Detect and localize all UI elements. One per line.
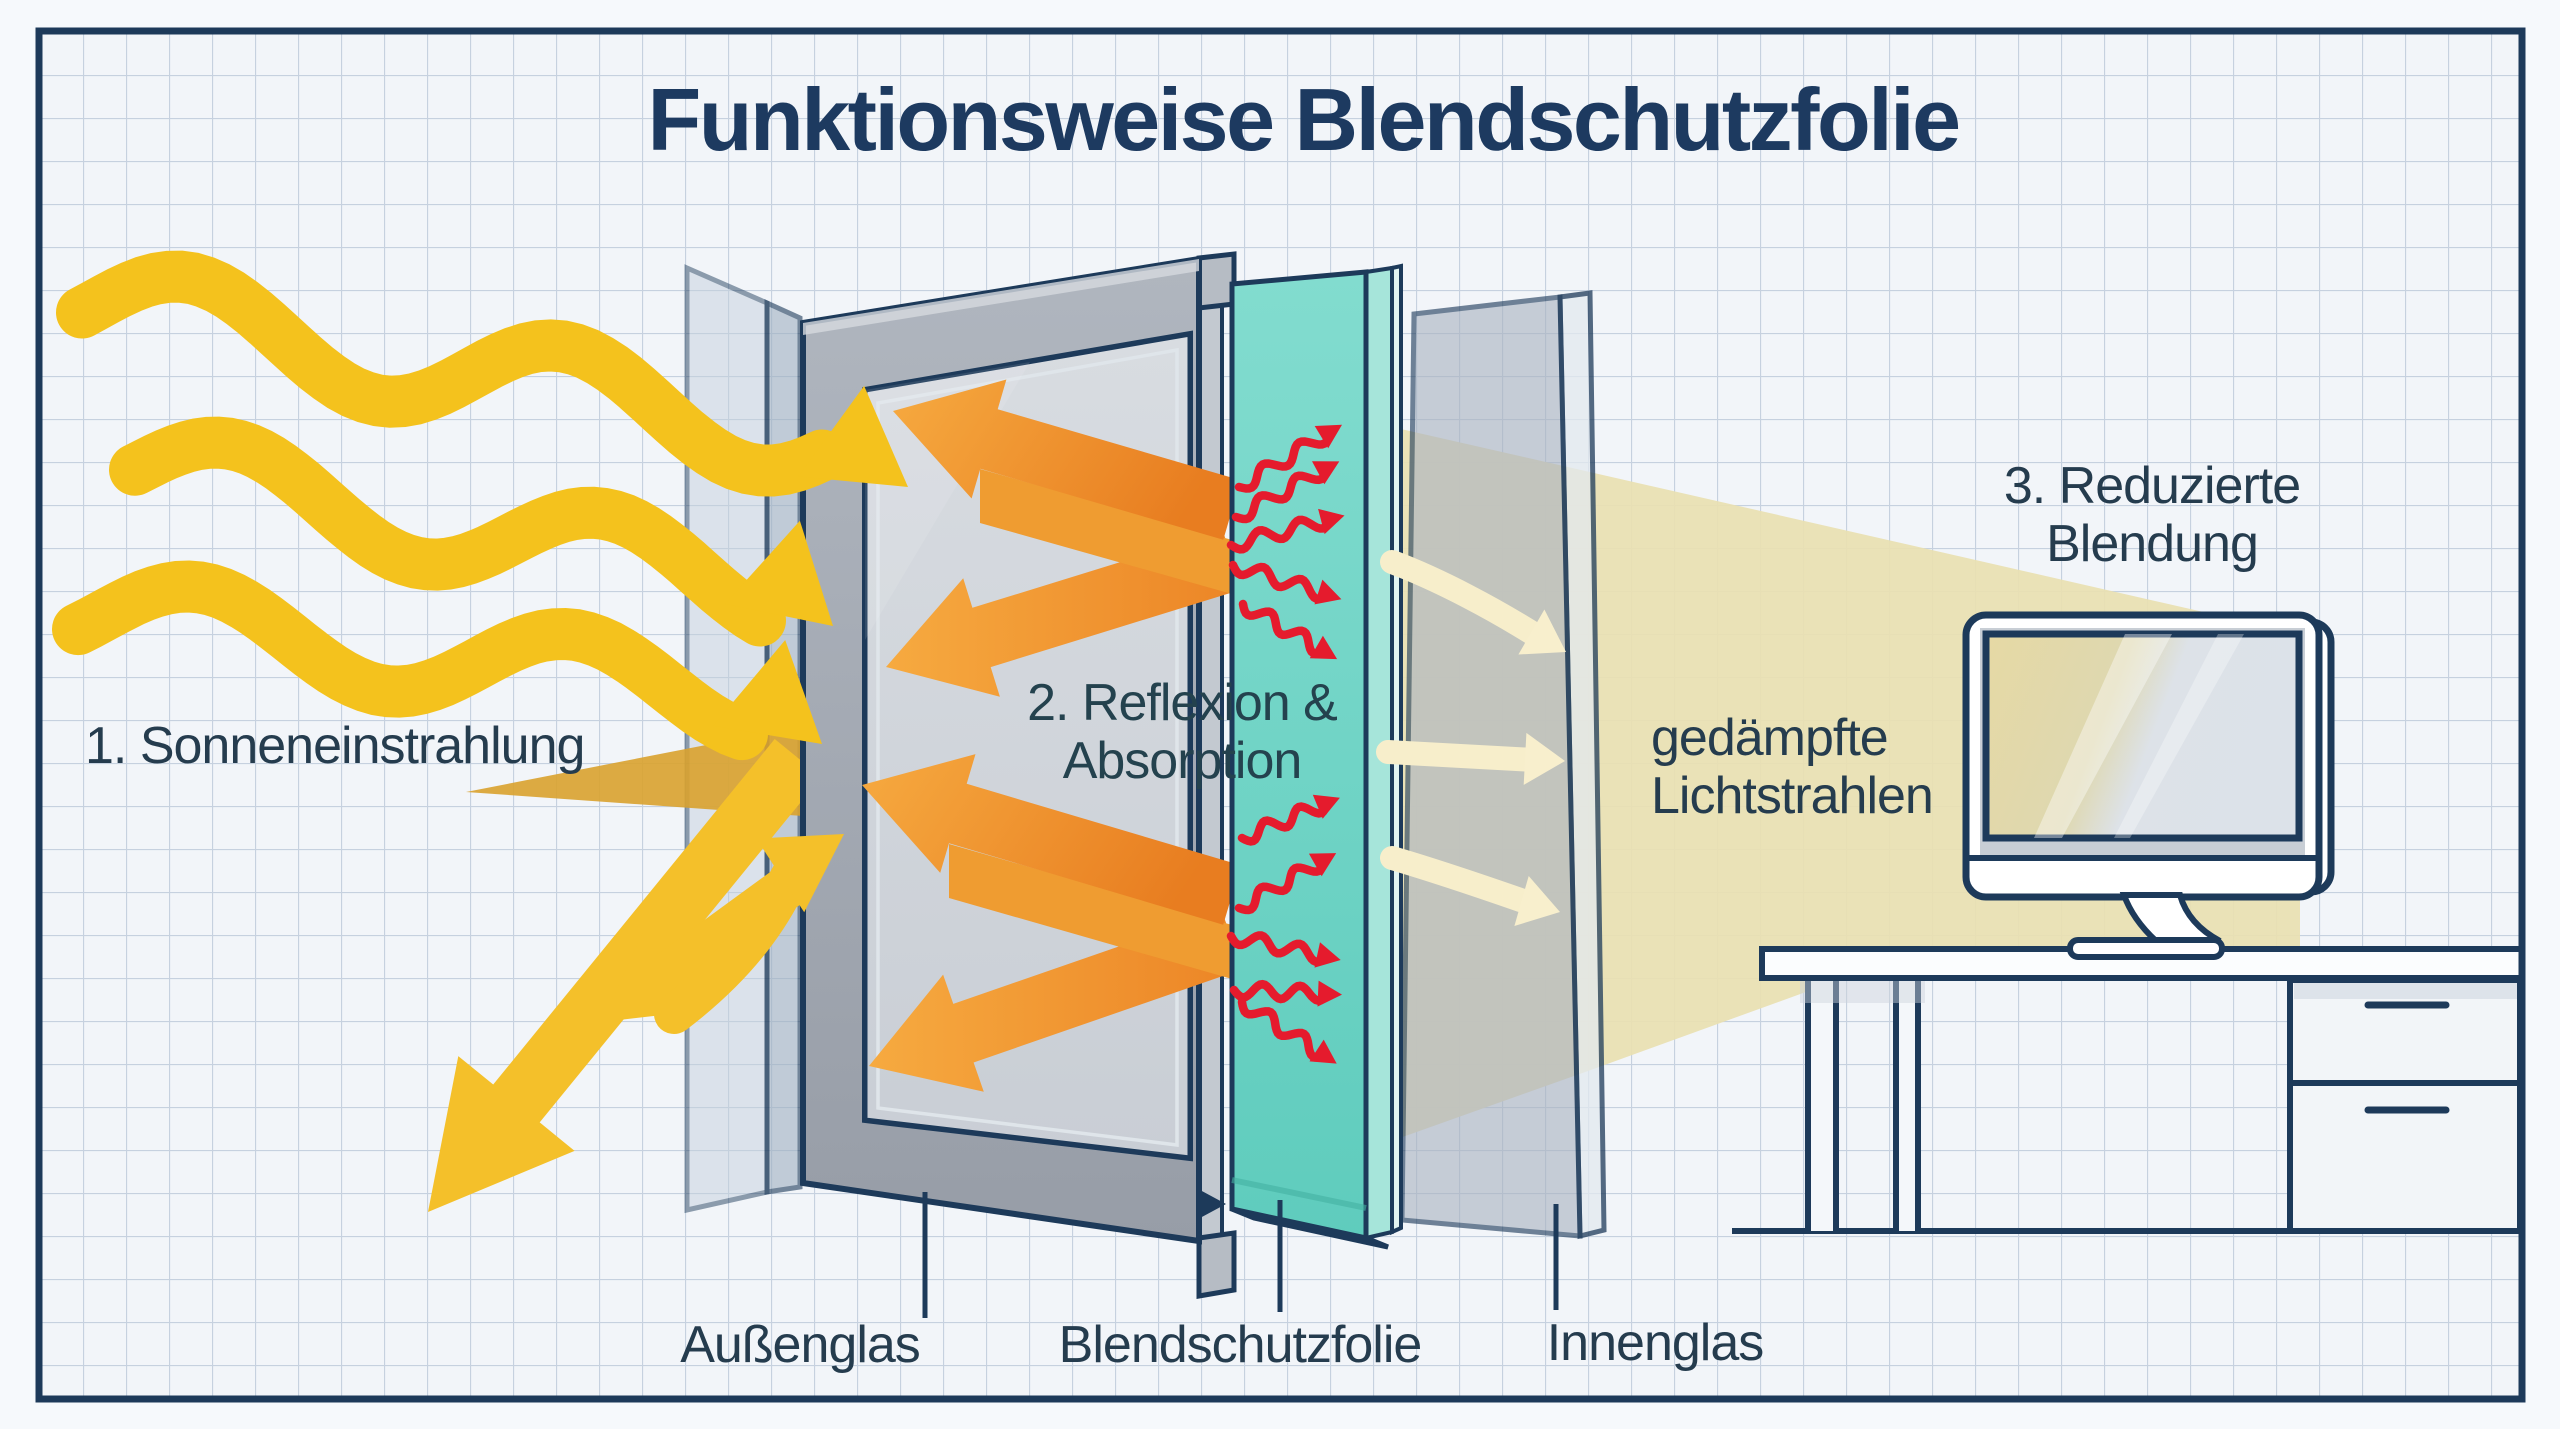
svg-text:Lichtstrahlen: Lichtstrahlen bbox=[1651, 767, 1933, 825]
svg-text:2. Reflexion &: 2. Reflexion & bbox=[1027, 674, 1337, 732]
svg-text:Blendung: Blendung bbox=[2046, 515, 2258, 573]
svg-text:3. Reduzierte: 3. Reduzierte bbox=[2004, 457, 2300, 515]
svg-text:Blendschutzfolie: Blendschutzfolie bbox=[1059, 1316, 1422, 1374]
svg-text:gedämpfte: gedämpfte bbox=[1651, 709, 1888, 767]
svg-text:Funktionsweise Blendschutzfoli: Funktionsweise Blendschutzfolie bbox=[647, 70, 1958, 169]
svg-text:Innenglas: Innenglas bbox=[1547, 1314, 1764, 1372]
svg-text:Absorption: Absorption bbox=[1063, 732, 1302, 790]
svg-text:Außenglas: Außenglas bbox=[680, 1316, 920, 1374]
svg-text:1. Sonneneinstrahlung: 1. Sonneneinstrahlung bbox=[85, 717, 584, 775]
